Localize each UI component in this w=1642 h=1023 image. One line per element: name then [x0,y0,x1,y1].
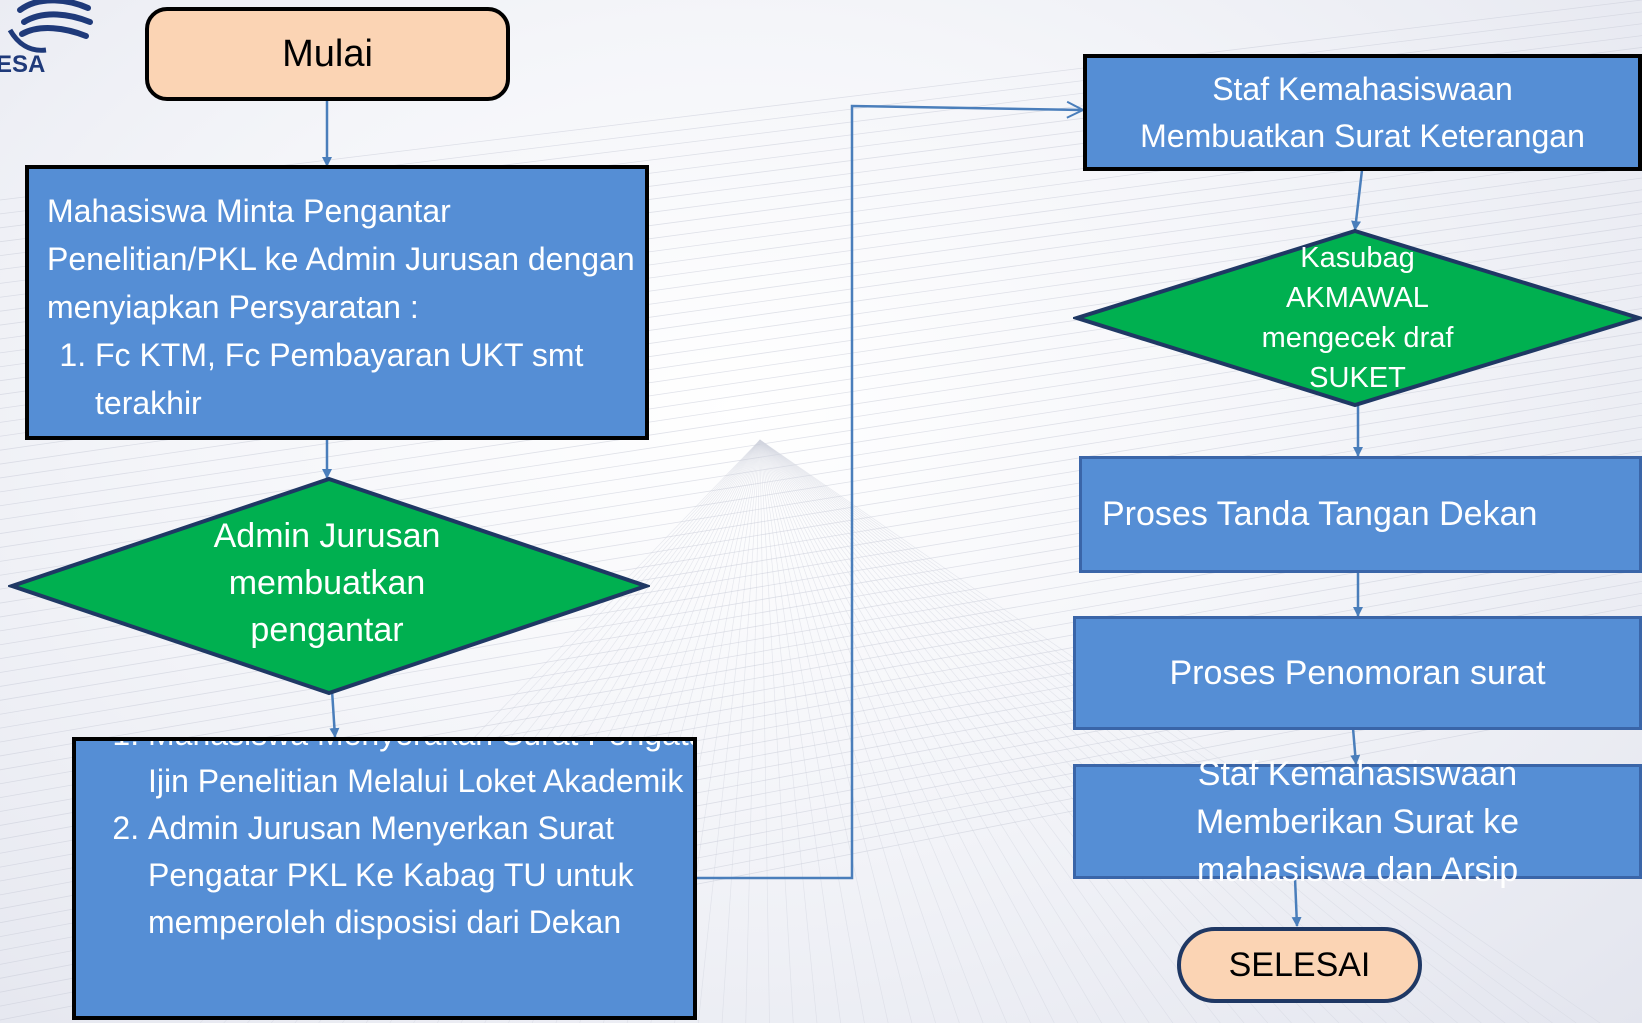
submission-item-1: Mahasiswa Menyerakan Surat Pengatar Ijin… [148,741,693,805]
start-label: Mulai [282,32,373,75]
logo-text: ESA [0,51,45,78]
decision-admin-line-3: pengantar [250,610,404,649]
process-request-intro: Mahasiswa Minta Pengantar Penelitian/PKL… [47,193,635,325]
connector-step5-step6 [1350,727,1361,765]
process-letter-numbering-label: Proses Penomoran surat [1169,653,1546,692]
connector-step2-step3 [692,106,1083,880]
process-request-letter: Mahasiswa Minta Pengantar Penelitian/PKL… [25,165,649,440]
logo-emblem-icon: ESA [0,0,93,78]
decision-admin-text: Admin Jurusan membuatkan pengantar [160,508,494,658]
process-letter-numbering: Proses Penomoran surat [1073,616,1642,730]
process-deliver-letter-label: Staf Kemahasiswaan Memberikan Surat ke m… [1195,754,1520,889]
end-label: SELESAI [1228,945,1371,984]
submission-item-2: Admin Jurusan Menyerkan Surat Pengatar P… [148,805,693,946]
end-terminal: SELESAI [1177,927,1422,1003]
connector-step3-decision2 [1351,169,1364,231]
requirements-list: Fc KTM, Fc Pembayaran UKT smt terakhir [47,331,655,427]
decision-kasubag-line-3: mengecek draf [1261,322,1454,354]
decision-kasubag-diamond [1073,228,1642,408]
university-logo: ESA [0,0,95,80]
process-deliver-letter: Staf Kemahasiswaan Memberikan Surat ke m… [1073,755,1642,889]
decision-admin-diamond [8,476,650,696]
requirement-item: Fc KTM, Fc Pembayaran UKT smt terakhir [95,331,655,427]
decision-kasubag-line-1: Kasubag [1300,242,1415,274]
process-create-certificate: Staf Kemahasiswaan Membuatkan Surat Kete… [1083,54,1642,171]
connector-decision1-step2 [329,689,340,738]
process-create-certificate-label: Staf Kemahasiswaan Membuatkan Surat Kete… [1140,70,1585,154]
connector-step6-end [1291,877,1302,927]
decision-kasubag-line-2: AKMAWAL [1286,282,1429,314]
decision-kasubag-text: Kasubag AKMAWAL mengecek draf SUKET [1215,236,1500,400]
decision-kasubag-line-4: SUKET [1309,362,1406,394]
decision-admin-line-2: membuatkan [228,563,426,602]
process-dean-signature: Proses Tanda Tangan Dekan [1079,456,1642,573]
decision-admin-line-1: Admin Jurusan [213,516,441,555]
process-dean-signature-label: Proses Tanda Tangan Dekan [1102,495,1538,533]
start-terminal: Mulai [145,7,510,101]
submission-list: Mahasiswa Menyerakan Surat Pengatar Ijin… [100,741,693,946]
process-submit-letter: Mahasiswa Menyerakan Surat Pengatar Ijin… [72,737,697,1020]
